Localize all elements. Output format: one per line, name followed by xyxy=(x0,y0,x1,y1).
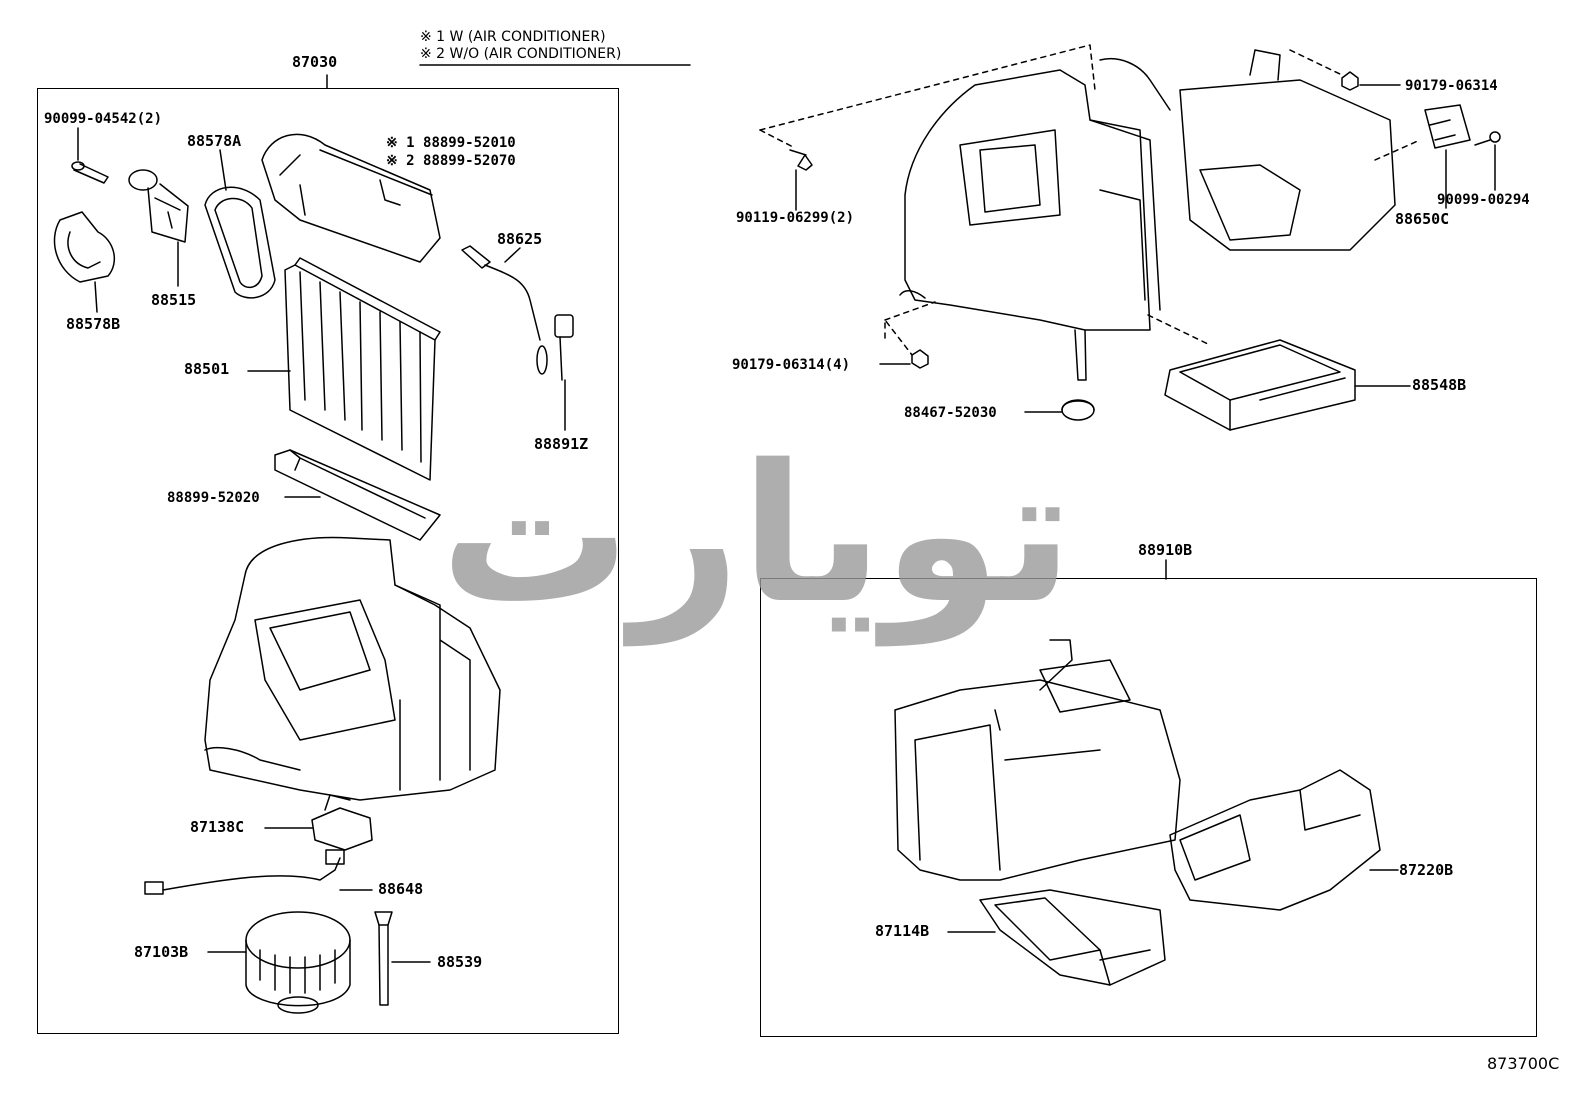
part-87114B-label[interactable]: 87114B xyxy=(875,922,930,940)
figure-code: 873700C xyxy=(1487,1054,1560,1073)
part-88578A-label[interactable]: 88578A xyxy=(187,132,242,150)
group-title-87030[interactable]: 87030 xyxy=(292,53,338,71)
part-88899-52020-label[interactable]: 88899-52020 xyxy=(167,490,260,506)
part-88648-label[interactable]: 88648 xyxy=(378,880,424,898)
part-90179-06314-label[interactable]: 90179-06314 xyxy=(1405,78,1498,94)
part-90119-06299-label[interactable]: 90119-06299(2) xyxy=(736,210,855,226)
group-88910B-frame xyxy=(760,578,1537,1037)
note-with-ac: ※ 1 W (AIR CONDITIONER) xyxy=(420,29,606,45)
seal-88578A xyxy=(204,149,276,299)
part-88515-label[interactable]: 88515 xyxy=(151,291,197,309)
note-without-ac: ※ 2 W/O (AIR CONDITIONER) xyxy=(420,46,622,62)
case-88899-52010 xyxy=(261,133,441,263)
watermark-logo: تویارت xyxy=(440,424,1077,645)
part-88539 xyxy=(374,911,431,1006)
part-87103B-label[interactable]: 87103B xyxy=(134,943,189,961)
part-88548B-label[interactable]: 88548B xyxy=(1412,376,1467,394)
wire-88648 xyxy=(144,849,373,895)
group-title-88910B[interactable]: 88910B xyxy=(1138,541,1193,559)
group-87030-frame xyxy=(37,88,619,1034)
heater-box xyxy=(894,639,1399,986)
evaporator-88501 xyxy=(247,257,441,481)
sensor-88625 xyxy=(461,245,548,375)
part-88578B-label[interactable]: 88578B xyxy=(66,315,121,333)
part-88501-label[interactable]: 88501 xyxy=(184,360,230,378)
part-87220B-label[interactable]: 87220B xyxy=(1399,861,1454,879)
part-88899-52070-label[interactable]: ※ 2 88899-52070 xyxy=(386,153,516,169)
clip-88578B xyxy=(53,211,116,313)
blower-case xyxy=(204,536,501,801)
part-88891Z xyxy=(554,314,574,431)
hvac-assembly xyxy=(759,44,1501,431)
part-88539-label[interactable]: 88539 xyxy=(437,953,483,971)
part-88891Z-label[interactable]: 88891Z xyxy=(534,435,589,453)
filter-88899-52020 xyxy=(274,449,441,541)
part-87138C-label[interactable]: 87138C xyxy=(190,818,245,836)
motor-87103B xyxy=(207,911,351,1014)
part-88899-52010-label[interactable]: ※ 1 88899-52010 xyxy=(386,135,516,151)
part-90099-00294-label[interactable]: 90099-00294 xyxy=(1437,192,1530,208)
part-88650C-label[interactable]: 88650C xyxy=(1395,210,1450,228)
part-88625-label[interactable]: 88625 xyxy=(497,230,543,248)
resistor-87138C xyxy=(264,794,373,851)
part-90099-04542-label[interactable]: 90099-04542(2) xyxy=(44,111,163,127)
servo-88515 xyxy=(128,169,189,287)
part-88467-52030-label[interactable]: 88467-52030 xyxy=(904,405,997,421)
bolt-90099-04542 xyxy=(71,127,109,184)
part-90179-06314-4-label[interactable]: 90179-06314(4) xyxy=(732,357,851,373)
